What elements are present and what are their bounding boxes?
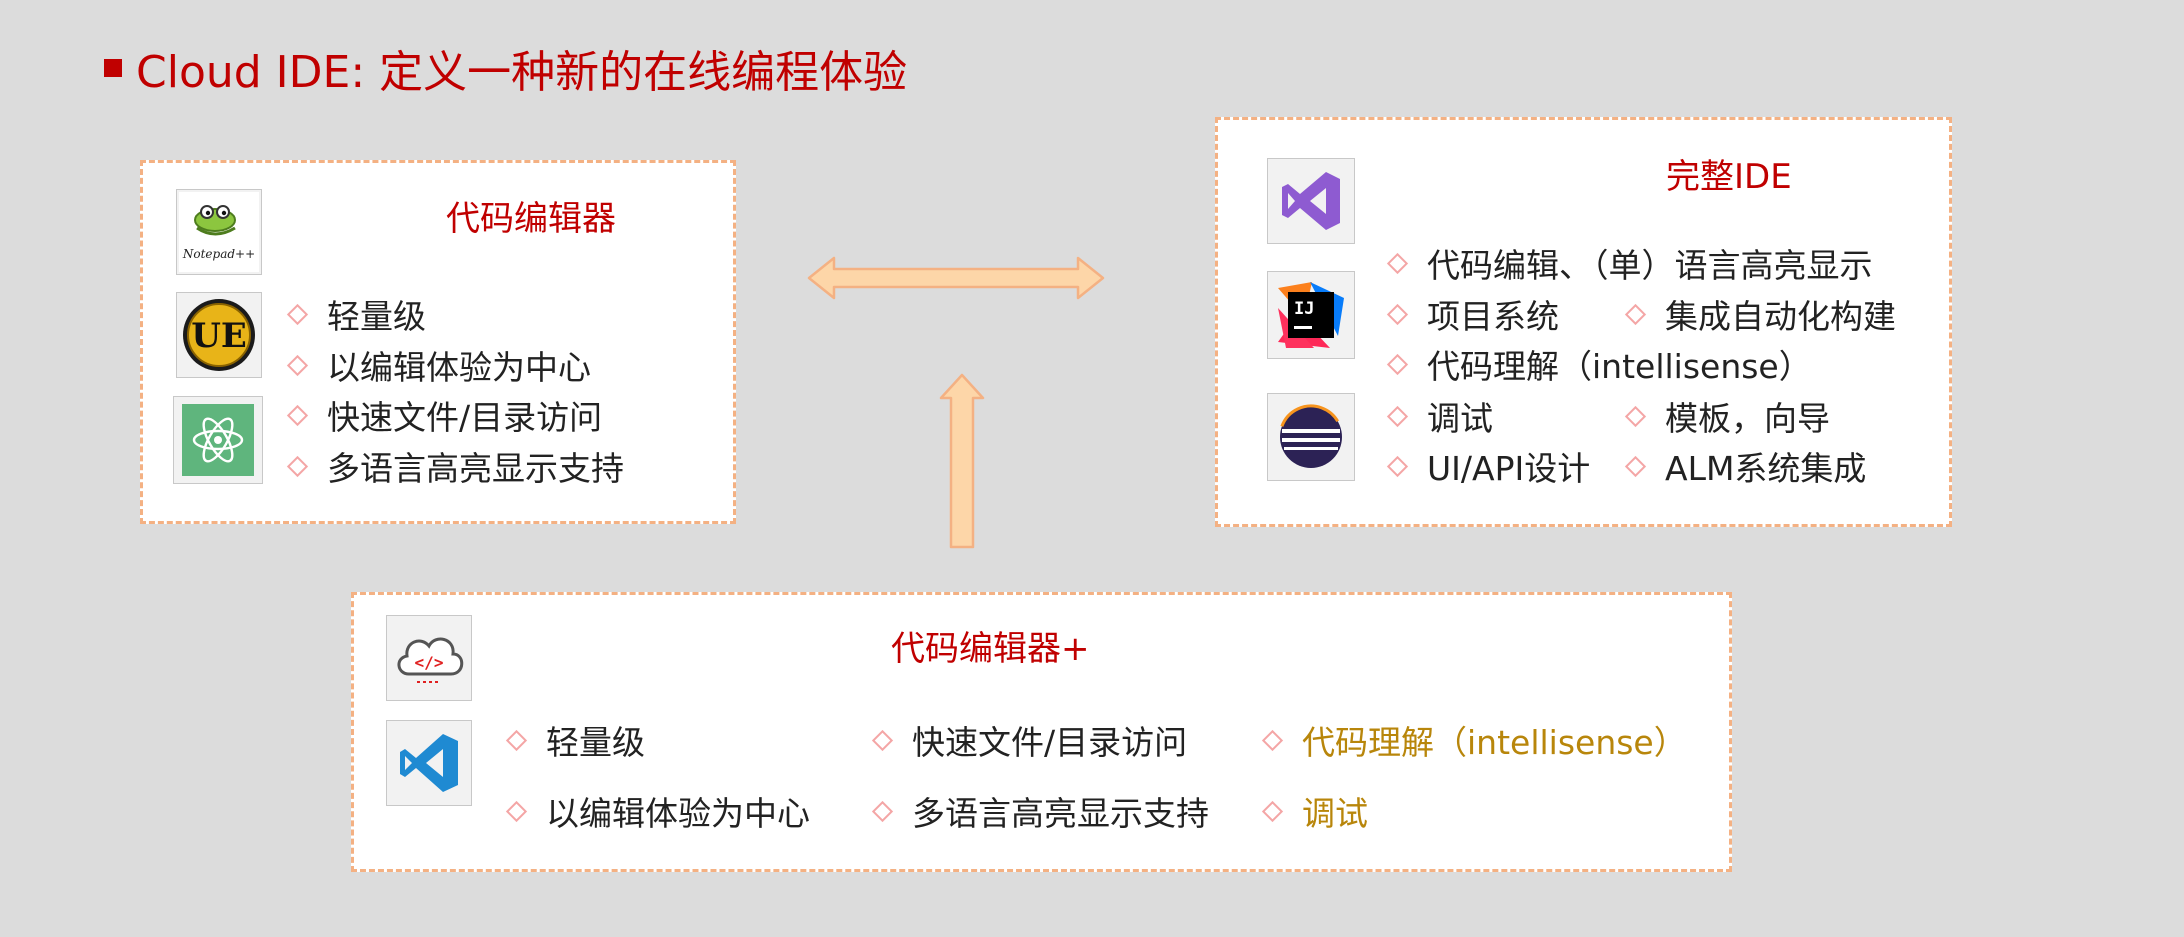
ultraedit-icon: UE: [176, 292, 262, 378]
editor-item: 快速文件/目录访问: [286, 391, 602, 439]
atom-icon: [173, 396, 263, 484]
up-arrow: [939, 373, 985, 549]
editor-item: 以编辑体验为中心: [286, 341, 591, 389]
ij-icon-text: IJ: [1294, 299, 1314, 319]
plus-item-highlight: 代码理解（intellisense）: [1261, 716, 1687, 764]
plus-item: 多语言高亮显示支持: [871, 787, 1209, 835]
plus-item: 轻量级: [505, 716, 645, 764]
visual-studio-icon: [1267, 158, 1355, 244]
double-arrow-horizontal: [807, 256, 1105, 300]
ide-item: 模板，向导: [1624, 392, 1830, 440]
slide-title: Cloud IDE: 定义一种新的在线编程体验: [104, 38, 907, 98]
plus-item: 以编辑体验为中心: [505, 787, 810, 835]
ide-item: 项目系统: [1386, 290, 1559, 338]
plus-item-highlight: 调试: [1261, 787, 1368, 835]
svg-text:</>: </>: [415, 653, 444, 672]
ue-icon-text: UE: [191, 316, 247, 356]
notepad-plus-plus-icon: Notepad++: [176, 189, 262, 275]
editor-item: 多语言高亮显示支持: [286, 442, 624, 490]
eclipse-icon: [1267, 393, 1355, 481]
ide-item: 代码编辑、（单）语言高亮显示: [1386, 239, 1873, 287]
title-bullet-square: [104, 59, 122, 77]
ide-item: 代码理解（intellisense）: [1386, 340, 1812, 388]
full-ide-box: 完整IDE IJ 代码编辑、（单）语言高亮显示 项目系统 集成自动化构建 代码理…: [1215, 117, 1952, 527]
ide-item: 集成自动化构建: [1624, 290, 1896, 338]
code-editor-box: 代码编辑器 Notepad++ UE: [140, 160, 736, 524]
ide-item: ALM系统集成: [1624, 442, 1866, 490]
ide-item: 调试: [1386, 392, 1493, 440]
code-editor-plus-title: 代码编辑器+: [891, 629, 1090, 669]
ide-item: UI/API设计: [1386, 442, 1590, 490]
slide-title-text: Cloud IDE: 定义一种新的在线编程体验: [136, 47, 908, 98]
full-ide-title: 完整IDE: [1666, 157, 1792, 197]
vscode-icon: [386, 720, 472, 806]
notepad-icon-text: Notepad++: [182, 247, 255, 261]
code-editor-title: 代码编辑器: [446, 199, 616, 239]
code-editor-plus-box: 代码编辑器+ </> 轻量级 快速文件/目录访问 代码理解（intellisen…: [351, 592, 1732, 872]
cloud-code-icon: </>: [386, 615, 472, 701]
intellij-icon: IJ: [1267, 271, 1355, 359]
editor-item: 轻量级: [286, 290, 426, 338]
plus-item: 快速文件/目录访问: [871, 716, 1187, 764]
